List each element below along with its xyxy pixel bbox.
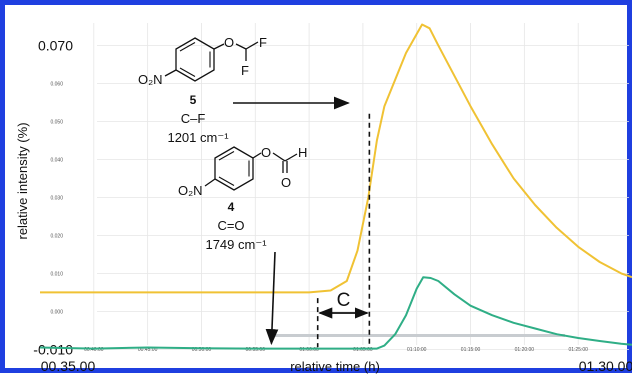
y-axis-label: relative intensity (%) [15, 122, 30, 239]
y-tick-label: 0.030 [50, 195, 63, 201]
x-tick-label: 00:50:00 [192, 347, 212, 353]
x-tick-labels: 00.35.00 00:40:00 00:45:00 00:50:00 00:55:00… [41, 347, 632, 374]
chart-svg: -0.010 0.000 0.010 0.020 0.030 0.040 0.050 0.06… [15, 23, 632, 374]
compound-4-h: H [298, 145, 307, 160]
benzene-ring-4 [214, 146, 254, 191]
x-tick-label: 01:15:00 [461, 347, 481, 353]
arrow-compound-4 [265, 251, 279, 346]
y-tick-label: 0.070 [38, 37, 73, 53]
x-tick-label: 00:40:00 [84, 347, 104, 353]
compound-5-f2: F [241, 63, 249, 78]
x-tick-label: 00.35.00 [41, 358, 96, 374]
compound-5-structure: O₂N O F F [138, 35, 267, 87]
compound-4-structure: O₂N O H O [178, 145, 307, 198]
x-tick-label: 01:00:00 [299, 347, 319, 353]
y-tick-label: 0.060 [50, 81, 63, 87]
x-tick-label: 01:10:00 [407, 347, 427, 353]
x-tick-label: 01:05:00 [353, 347, 373, 353]
x-tick-label: 01:25:00 [568, 347, 588, 353]
y-tick-label: 0.020 [50, 233, 63, 239]
time-scrollbar[interactable] [270, 334, 565, 337]
compound-5-o2n: O₂N [138, 72, 163, 87]
compound-4-bond: C=O [217, 218, 244, 233]
compound-5-number: 5 [190, 93, 197, 107]
compound-4-o-carbonyl: O [281, 175, 291, 190]
series [39, 23, 632, 350]
compound-5-wavenumber: 1201 cm⁻¹ [167, 130, 229, 145]
y-tick-label: 0.010 [50, 271, 63, 277]
compound-5-bond: C–F [181, 111, 206, 126]
interval-c-label: C [337, 290, 351, 311]
benzene-ring-5 [175, 37, 215, 82]
compound-4-number: 4 [228, 200, 235, 214]
y-tick-label: 0.050 [50, 119, 63, 125]
x-tick-label: 01:20:00 [515, 347, 535, 353]
x-tick-label: 01.30.00 [579, 358, 632, 374]
compound-4-wavenumber: 1749 cm⁻¹ [205, 237, 267, 252]
x-tick-label: 00:45:00 [138, 347, 158, 353]
y-tick-labels: -0.010 0.000 0.010 0.020 0.030 0.040 0.050 0.06… [33, 37, 73, 357]
x-axis-label: relative time (h) [290, 359, 380, 374]
compound-5-o: O [224, 35, 234, 50]
compound-5-f1: F [259, 35, 267, 50]
y-tick-label: 0.000 [50, 309, 63, 315]
y-tick-label: -0.010 [33, 341, 73, 357]
series-yellow-line [40, 23, 632, 294]
compound-4-o-ether: O [261, 145, 271, 160]
grid [93, 23, 629, 350]
y-tick-label: 0.040 [50, 157, 63, 163]
compound-4-o2n: O₂N [178, 183, 203, 198]
annotations [233, 96, 371, 347]
series-green-line [39, 276, 632, 350]
x-tick-label: 00:55:00 [246, 347, 266, 353]
